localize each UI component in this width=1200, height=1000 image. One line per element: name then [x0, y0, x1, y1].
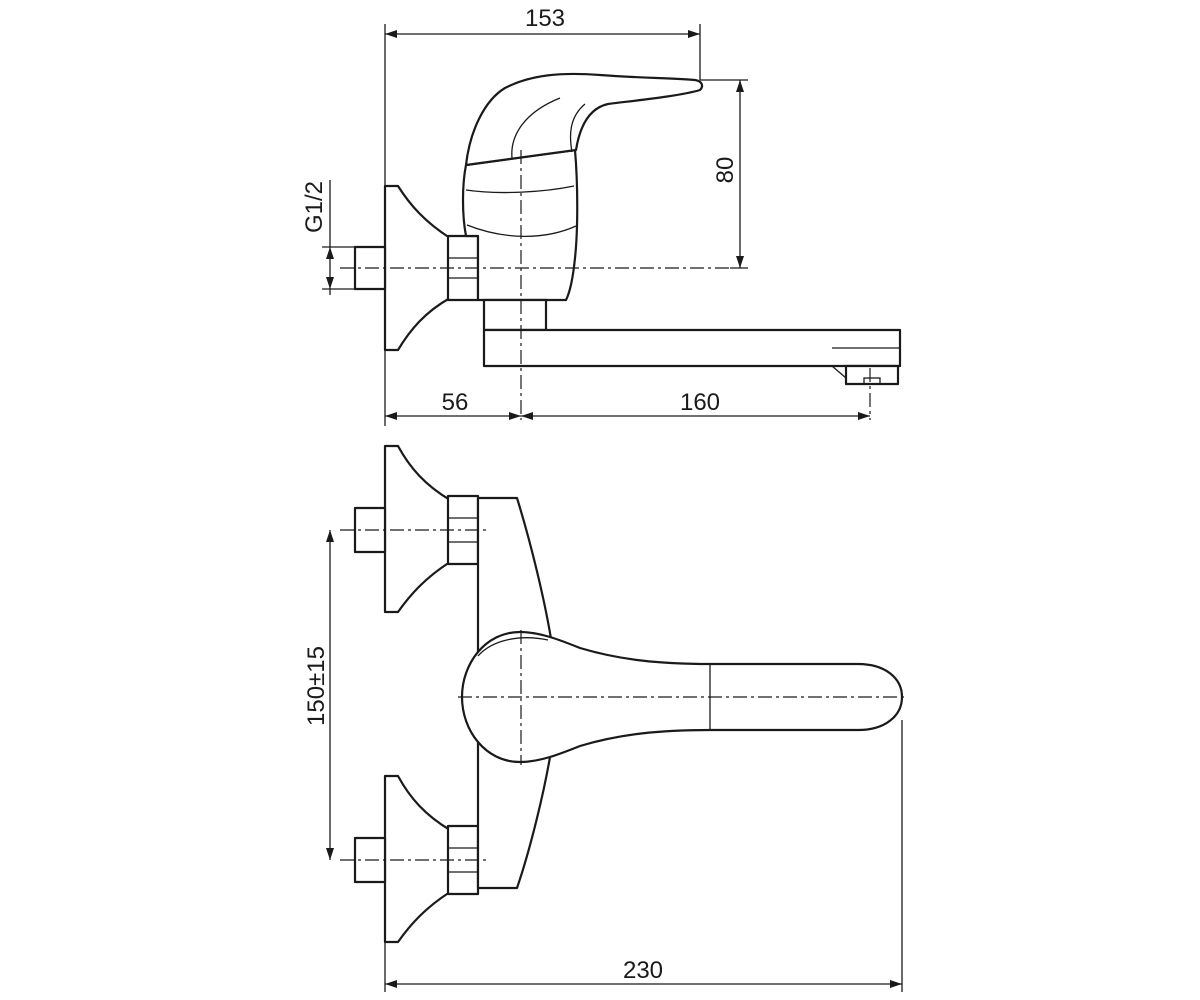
dim-height: 80	[700, 79, 748, 269]
top-upper-flange	[383, 444, 452, 614]
side-spout-arm	[482, 328, 902, 368]
dim-overall-reach: 153	[384, 5, 701, 186]
side-aerator	[844, 364, 900, 386]
dim-overall-length-label: 230	[623, 957, 663, 984]
dim-height-label: 80	[712, 157, 739, 184]
dim-spout-length-label: 160	[680, 389, 720, 416]
dim-wall-offset: 56	[384, 350, 521, 426]
side-spout-base	[482, 298, 548, 332]
dim-connection-spacing: 150±15	[303, 530, 334, 860]
dim-wall-offset-label: 56	[442, 389, 469, 416]
dim-spout-length: 160	[521, 389, 870, 420]
side-lever-handle	[464, 72, 704, 167]
dim-overall-reach-label: 153	[525, 5, 565, 32]
dim-connection-spacing-label: 150±15	[303, 646, 330, 726]
top-lower-flange	[383, 774, 452, 944]
side-view: 153 80 G1/2 56	[301, 5, 902, 426]
dim-thread: G1/2	[301, 180, 355, 295]
dim-overall-length: 230	[384, 720, 903, 992]
top-view: 150±15 230	[303, 444, 905, 992]
dim-thread-label: G1/2	[301, 181, 328, 233]
side-mixer-body	[461, 148, 579, 302]
